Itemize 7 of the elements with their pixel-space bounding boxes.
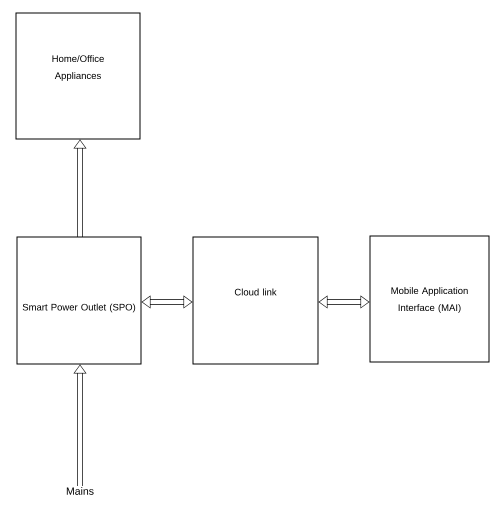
process-box: Smart Power Outlet (SPO) bbox=[16, 236, 142, 364]
arrow bbox=[318, 295, 370, 309]
process-box: Cloud link bbox=[192, 236, 318, 364]
process-box: Mobile Application Interface (MAI) bbox=[370, 236, 490, 362]
process-box: Home/Office Appliances bbox=[16, 12, 140, 140]
input-label: Mains bbox=[66, 487, 94, 495]
arrow bbox=[142, 295, 192, 309]
